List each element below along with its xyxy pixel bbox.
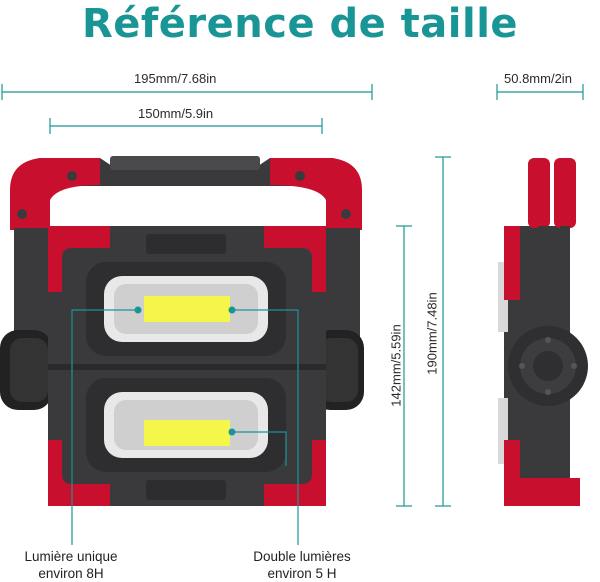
single-light-line1: Lumière unique xyxy=(24,549,118,564)
inner-width-label: 150mm/5.9in xyxy=(138,106,214,121)
single-light-line2: environ 8H xyxy=(38,566,104,581)
side-view xyxy=(498,158,588,506)
depth-label: 50.8mm/2in xyxy=(504,71,572,86)
dimension-lines xyxy=(1,84,584,507)
double-light-line2: environ 5 H xyxy=(267,566,337,581)
total-height-label: 190mm/7.48in xyxy=(424,292,440,375)
callout-lines xyxy=(71,309,299,545)
page-title: Référence de taille xyxy=(81,1,519,47)
panel-height-label: 142mm/5.59in xyxy=(388,324,404,407)
callout-dots xyxy=(134,306,236,436)
total-width-label: 195mm/7.68in xyxy=(134,71,217,86)
double-light-line1: Double lumières xyxy=(253,549,351,564)
single-light-caption: Lumière unique environ 8H xyxy=(6,548,136,582)
front-view xyxy=(0,156,364,506)
double-light-caption: Double lumières environ 5 H xyxy=(232,548,372,582)
